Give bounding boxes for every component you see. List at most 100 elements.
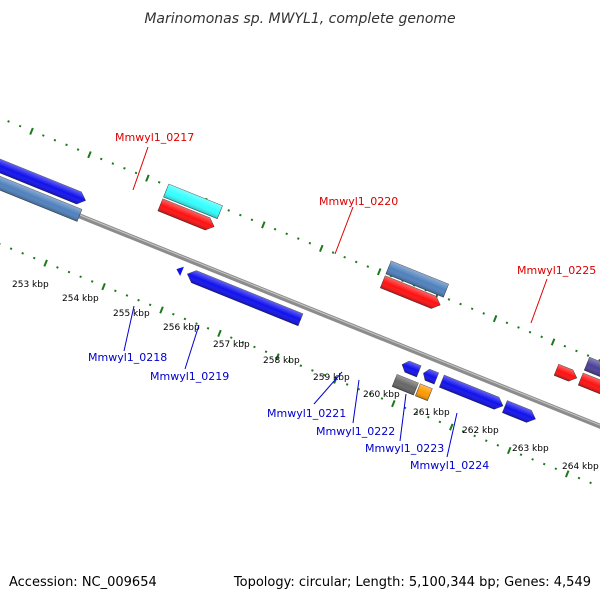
top-tick-row <box>7 120 600 362</box>
tick-mark <box>319 244 324 252</box>
kbp-label: 254 kbp <box>62 294 99 304</box>
leader-line <box>352 379 360 424</box>
tick-mark <box>275 353 280 361</box>
gene-label-mmwyl1-0225: Mmwyl1_0225 <box>517 264 596 277</box>
tick-mark <box>311 369 314 372</box>
tick-mark <box>447 298 451 301</box>
tick-mark <box>343 255 346 259</box>
tick-mark <box>366 265 370 268</box>
tick-mark <box>56 266 59 269</box>
tick-mark <box>53 138 57 142</box>
tick-mark <box>241 341 245 344</box>
tick-mark <box>67 270 71 274</box>
kbp-label: 263 kbp <box>512 444 549 454</box>
feature-shading <box>439 375 503 410</box>
feature-shading <box>380 275 441 309</box>
tick-mark <box>554 467 558 471</box>
genome-summary-text: Topology: circular; Length: 5,100,344 bp… <box>233 575 591 590</box>
tick-mark <box>148 303 152 307</box>
tick-mark <box>426 415 430 419</box>
tick-mark <box>299 364 303 368</box>
tick-mark <box>484 439 488 442</box>
tick-mark <box>589 481 592 485</box>
kbp-label: 261 kbp <box>413 408 450 418</box>
kbp-scale: 253 kbp 254 kbp 255 kbp 256 kbp 257 kbp … <box>12 280 599 472</box>
tick-mark <box>296 237 300 240</box>
tick-mark <box>195 322 198 325</box>
tick-mark <box>229 336 233 339</box>
tick-mark <box>183 317 187 321</box>
tick-mark <box>586 354 590 357</box>
tick-mark <box>239 213 242 217</box>
kbp-label: 255 kbp <box>113 309 150 319</box>
tick-mark <box>111 162 115 165</box>
tick-mark <box>550 338 556 346</box>
tick-mark <box>540 335 543 339</box>
tick-mark <box>331 251 335 254</box>
tick-mark <box>159 306 164 314</box>
label-leader-lines <box>123 146 548 458</box>
feature-shading <box>0 156 86 204</box>
leader-line <box>132 146 149 191</box>
tick-mark <box>101 282 106 291</box>
tick-mark <box>217 329 222 338</box>
tick-mark <box>253 345 256 349</box>
tick-mark <box>0 242 1 246</box>
tick-mark <box>519 453 523 456</box>
tick-mark <box>492 314 498 323</box>
tick-mark <box>391 400 396 408</box>
tick-mark <box>29 127 34 135</box>
tick-mark <box>125 294 129 297</box>
gene-labels: Mmwyl1_0217 Mmwyl1_0220 Mmwyl1_0225 Mmwy… <box>88 131 596 472</box>
gene-label-mmwyl1-0218: Mmwyl1_0218 <box>88 351 167 364</box>
tick-mark <box>287 359 291 363</box>
tick-mark <box>9 247 13 250</box>
gene-label-mmwyl1-0221: Mmwyl1_0221 <box>267 407 346 420</box>
feature-shading <box>554 364 577 382</box>
tick-mark <box>470 307 474 311</box>
tick-mark <box>438 420 442 424</box>
feature-shading <box>187 270 303 326</box>
tick-mark <box>227 209 231 212</box>
tick-mark <box>18 124 22 128</box>
kbp-label: 260 kbp <box>363 390 400 400</box>
gene-label-mmwyl1-0223: Mmwyl1_0223 <box>365 442 444 455</box>
gene-label-mmwyl1-0224: Mmwyl1_0224 <box>410 459 489 472</box>
tick-mark <box>482 312 486 315</box>
tick-mark <box>7 120 10 123</box>
tick-mark <box>577 476 581 480</box>
tick-mark <box>345 383 349 386</box>
kbp-label: 257 kbp <box>213 340 250 350</box>
tick-mark <box>206 326 210 330</box>
map-title: Marinomonas sp. MWYL1, complete genome <box>144 11 455 27</box>
tick-mark <box>528 330 532 334</box>
tick-mark <box>461 429 465 433</box>
tick-mark <box>575 349 578 353</box>
feature-shading <box>415 383 433 401</box>
feature-shading <box>385 260 449 298</box>
tick-mark <box>90 280 94 283</box>
tick-mark <box>505 321 509 325</box>
leader-line <box>446 412 458 458</box>
gene-feature-mmwyl1-0218 <box>176 266 184 276</box>
tick-mark <box>145 174 150 182</box>
genome-backbone <box>0 134 600 480</box>
tick-mark <box>134 171 138 175</box>
tick-mark <box>264 350 268 353</box>
tick-mark <box>43 259 48 267</box>
tick-mark <box>563 344 567 348</box>
tick-mark <box>449 423 454 431</box>
tick-mark <box>415 411 419 414</box>
leader-line <box>184 324 200 370</box>
tick-mark <box>261 221 266 229</box>
gene-label-mmwyl1-0217: Mmwyl1_0217 <box>115 131 194 144</box>
tick-mark <box>322 373 326 377</box>
tick-mark <box>76 148 80 151</box>
tick-mark <box>65 143 68 147</box>
tick-mark <box>542 462 546 466</box>
tick-mark <box>32 256 36 260</box>
tick-mark <box>369 392 372 396</box>
feature-shading <box>392 374 419 396</box>
tick-mark <box>285 232 288 236</box>
